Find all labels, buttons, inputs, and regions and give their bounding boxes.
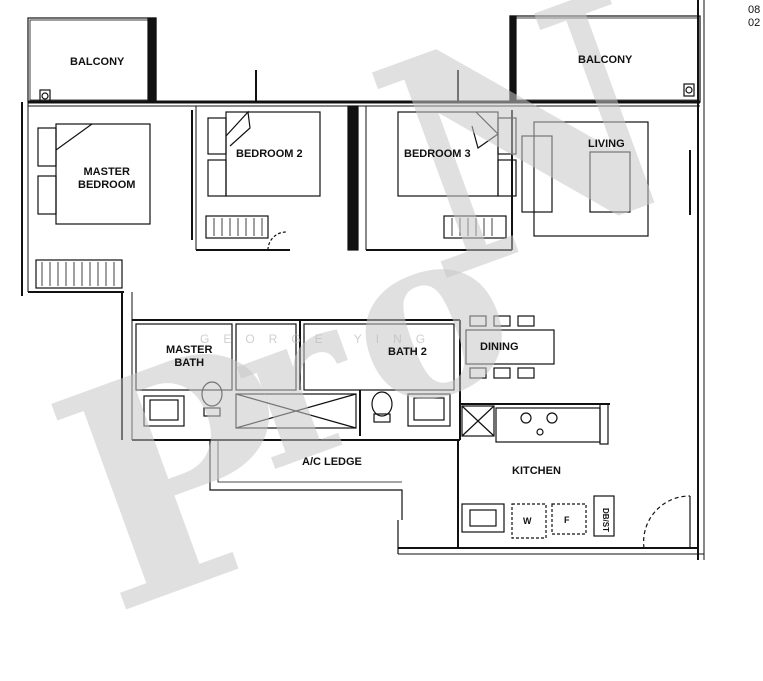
living-sofa — [533, 121, 649, 237]
master-bedroom-label: MASTER BEDROOM — [78, 166, 135, 192]
corner-code-bottom: 02 — [748, 17, 761, 29]
dining-label: DINING — [480, 341, 519, 353]
master-bedroom-label-line1: MASTER — [83, 166, 130, 178]
bath-2-toilet — [371, 391, 393, 417]
ac-ledge-label: A/C LEDGE — [302, 456, 362, 468]
master-bath-toilet — [201, 381, 223, 407]
bath-2-basin — [407, 393, 451, 427]
dining-table — [465, 329, 555, 365]
bath-2-label: BATH 2 — [388, 346, 427, 358]
fridge-label: F — [564, 515, 570, 525]
bedroom-2-label: BEDROOM 2 — [236, 148, 303, 160]
watermark-ghost-text: GEORGE YING — [200, 332, 440, 346]
corner-code-top: 08 — [748, 4, 761, 16]
entry-door — [643, 495, 691, 549]
db-st-label: DB/ST — [601, 508, 610, 532]
kitchen-label: KITCHEN — [512, 465, 561, 477]
ac-ledge-outline — [209, 440, 403, 520]
master-bath-basin — [143, 395, 185, 427]
master-bed — [55, 123, 151, 225]
living-label: LIVING — [588, 138, 625, 150]
washer-label: W — [523, 516, 532, 526]
db-st-box — [593, 495, 615, 537]
master-bath-label-line2: BATH — [174, 357, 205, 369]
balcony-right-label: BALCONY — [578, 54, 633, 66]
master-bedroom-label-line2: BEDROOM — [78, 179, 136, 191]
washer-box — [511, 503, 547, 539]
master-bath-label: MASTER BATH — [166, 344, 212, 370]
fridge-box — [551, 503, 587, 535]
master-bath-label-line1: MASTER — [166, 344, 213, 356]
floor-plan — [21, 0, 705, 560]
bedroom-3-label: BEDROOM 3 — [404, 148, 471, 160]
hob-burner — [520, 412, 532, 424]
balcony-left-label: BALCONY — [70, 56, 125, 68]
